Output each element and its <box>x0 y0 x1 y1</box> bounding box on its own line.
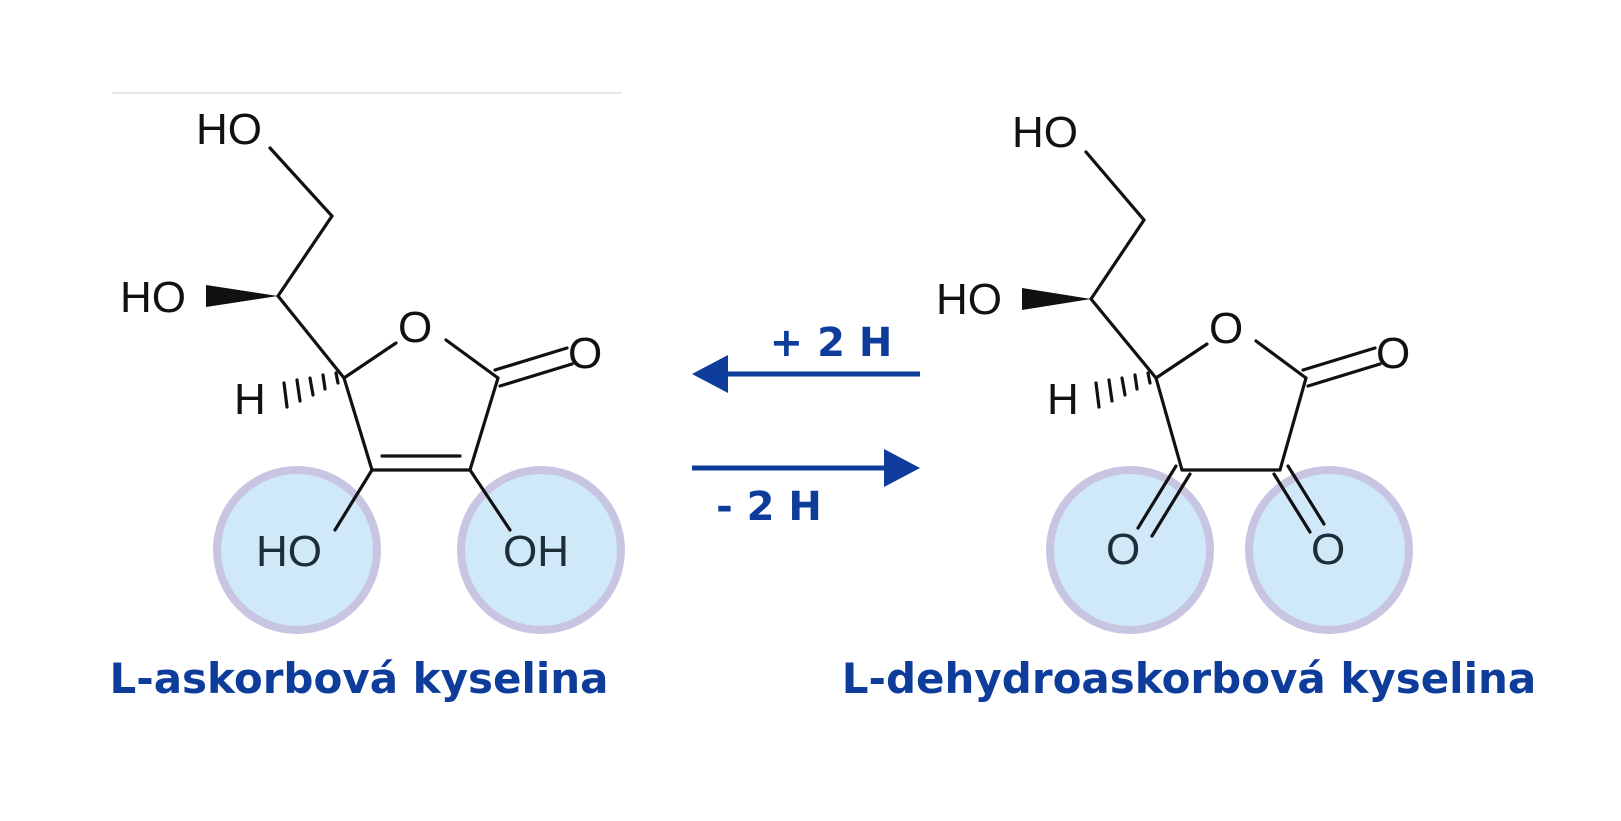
atom-terminal-ho: HO <box>1012 108 1078 157</box>
bond-c1-carbonyl <box>493 346 574 388</box>
atom-ring-o: O <box>398 303 432 352</box>
bond-c4-o <box>1154 342 1209 380</box>
bond-c1-c2 <box>1278 376 1308 472</box>
bond-c4-c3 <box>342 376 374 472</box>
highlight-circle-left <box>1046 466 1214 634</box>
forward-arrow-head <box>884 449 920 487</box>
wedge-bond <box>206 285 278 307</box>
atom-ring-o: O <box>1209 304 1243 353</box>
atom-side-ho: HO <box>936 275 1002 324</box>
hashed-bond <box>1094 371 1152 409</box>
atom-h: H <box>1047 375 1079 424</box>
bond-c5-c4 <box>1089 297 1158 380</box>
bond-c3-oh <box>333 468 374 532</box>
ascorbic-acid-structure: HO HO O O H HO OH L-askorbová kyselina <box>110 105 625 703</box>
hashed-bond <box>282 371 340 409</box>
atom-carbonyl-o: O <box>1376 329 1410 378</box>
bond-c2-oh <box>468 468 512 532</box>
highlight-circle-right <box>1245 466 1413 634</box>
atom-terminal-ho: HO <box>196 105 262 154</box>
bond-c2-keto <box>1272 464 1326 534</box>
atom-h: H <box>234 375 266 424</box>
bond-side-chain <box>1084 150 1147 301</box>
bond-c5-c4 <box>276 294 346 380</box>
bond-side-chain <box>268 146 335 298</box>
left-caption: L-askorbová kyselina <box>110 654 609 703</box>
bond-c1-carbonyl <box>1301 346 1382 388</box>
reverse-arrow-head <box>692 355 728 393</box>
forward-arrow-label: - 2 H <box>716 484 822 530</box>
dehydroascorbic-acid-structure: HO HO O O H O O L-dehydroaskorbová kysel… <box>842 108 1536 703</box>
atom-enol-oh: OH <box>503 527 569 576</box>
reverse-arrow-label: + 2 H <box>770 320 893 366</box>
highlight-circle-right <box>457 466 625 634</box>
atom-carbonyl-o: O <box>568 329 602 378</box>
bond-o-c1 <box>444 338 500 380</box>
equilibrium-arrows: + 2 H - 2 H <box>692 320 920 530</box>
wedge-bond <box>1022 288 1091 310</box>
highlight-circle-left <box>213 466 381 634</box>
bond-c3-keto <box>1136 464 1192 538</box>
right-caption: L-dehydroaskorbová kyselina <box>842 654 1536 703</box>
bond-c4-c3 <box>1154 376 1184 472</box>
bond-c4-o <box>342 341 398 380</box>
bond-o-c1 <box>1254 339 1308 380</box>
bond-c3-c2-double <box>370 454 472 472</box>
atom-keto-o-right: O <box>1311 525 1345 574</box>
atom-enol-ho: HO <box>256 527 322 576</box>
bond-c1-c2 <box>468 376 500 472</box>
atom-side-ho: HO <box>120 273 186 322</box>
atom-keto-o-left: O <box>1106 525 1140 574</box>
